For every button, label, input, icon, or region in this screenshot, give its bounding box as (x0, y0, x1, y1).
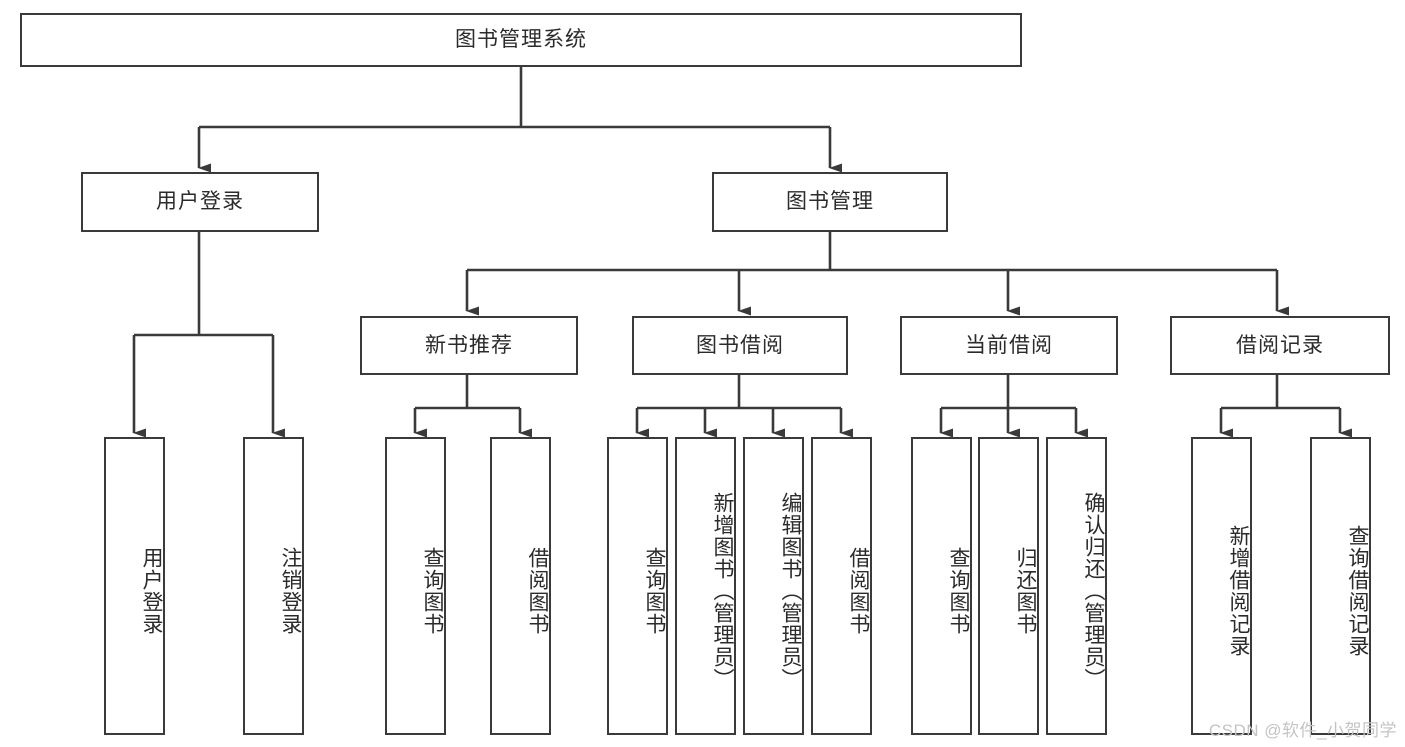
watermark: CSDN @软件_小贺同学 (1208, 721, 1397, 740)
node-leaf-current-return-label: 归还图书 (1014, 547, 1037, 635)
node-current-borrow[interactable]: 当前借阅 (900, 316, 1118, 375)
node-leaf-borrow-edit-label: 编辑图书（管理员） (779, 492, 802, 690)
node-leaf-current-confirm[interactable]: 确认归还（管理员） (1046, 437, 1107, 735)
node-leaf-user-login-label: 用户登录 (140, 547, 163, 635)
node-borrow-records[interactable]: 借阅记录 (1170, 316, 1390, 375)
node-leaf-user-login[interactable]: 用户登录 (104, 437, 165, 735)
node-current-borrow-label: 当前借阅 (965, 333, 1053, 357)
node-leaf-borrow-query[interactable]: 查询图书 (607, 437, 668, 735)
node-book-borrow-label: 图书借阅 (696, 333, 784, 357)
node-leaf-current-query-label: 查询图书 (947, 547, 970, 635)
node-leaf-borrow-add-label: 新增图书（管理员） (711, 492, 734, 690)
node-book-management-label: 图书管理 (786, 190, 874, 214)
node-leaf-records-query[interactable]: 查询借阅记录 (1310, 437, 1371, 735)
node-leaf-newbooks-borrow-label: 借阅图书 (526, 547, 549, 635)
node-root-label: 图书管理系统 (455, 28, 587, 52)
node-user-login-label: 用户登录 (156, 190, 244, 214)
node-new-book-recommend[interactable]: 新书推荐 (360, 316, 578, 375)
node-leaf-records-add-label: 新增借阅记录 (1227, 525, 1250, 657)
node-root[interactable]: 图书管理系统 (20, 13, 1022, 67)
node-book-management[interactable]: 图书管理 (712, 172, 948, 232)
node-leaf-borrow-query-label: 查询图书 (643, 547, 666, 635)
node-leaf-current-confirm-label: 确认归还（管理员） (1082, 492, 1105, 690)
node-user-login[interactable]: 用户登录 (81, 172, 319, 232)
node-new-book-recommend-label: 新书推荐 (425, 333, 513, 357)
node-leaf-records-add[interactable]: 新增借阅记录 (1191, 437, 1252, 735)
node-leaf-records-query-label: 查询借阅记录 (1346, 525, 1369, 657)
node-leaf-current-query[interactable]: 查询图书 (911, 437, 972, 735)
node-leaf-borrow-add[interactable]: 新增图书（管理员） (675, 437, 736, 735)
node-leaf-newbooks-query[interactable]: 查询图书 (385, 437, 446, 735)
node-leaf-borrow-lend-label: 借阅图书 (847, 547, 870, 635)
node-leaf-user-logout[interactable]: 注销登录 (243, 437, 304, 735)
node-leaf-user-logout-label: 注销登录 (279, 547, 302, 635)
node-leaf-borrow-edit[interactable]: 编辑图书（管理员） (743, 437, 804, 735)
node-borrow-records-label: 借阅记录 (1236, 333, 1324, 357)
node-book-borrow[interactable]: 图书借阅 (632, 316, 848, 375)
node-leaf-borrow-lend[interactable]: 借阅图书 (811, 437, 872, 735)
node-leaf-current-return[interactable]: 归还图书 (978, 437, 1039, 735)
node-leaf-newbooks-borrow[interactable]: 借阅图书 (490, 437, 551, 735)
node-leaf-newbooks-query-label: 查询图书 (421, 547, 444, 635)
